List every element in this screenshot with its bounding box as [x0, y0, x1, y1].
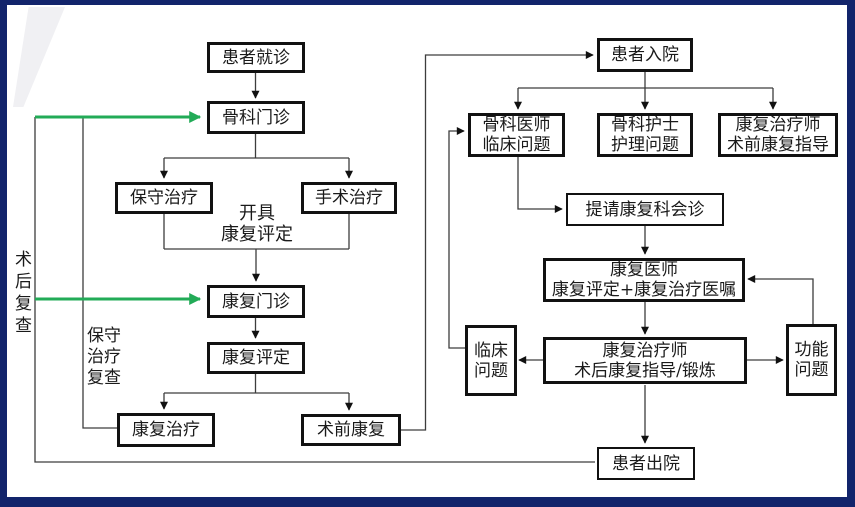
node-ortho-nurse-label: 骨科护士 护理问题	[611, 115, 679, 155]
node-rehab-assessment: 康复评定	[207, 342, 305, 374]
node-ortho-doctor-problems: 骨科医师 临床问题	[468, 113, 565, 157]
node-patient-visit: 患者就诊	[207, 42, 305, 73]
edge-preop-to-admission	[401, 51, 594, 431]
node-rehab-doctor-orders: 康复医师 康复评定+康复治疗医嘱	[543, 258, 745, 302]
node-rehab-doctor-label: 康复医师 康复评定+康复治疗医嘱	[551, 260, 737, 300]
node-functional-problem-label: 功能 问题	[794, 340, 829, 380]
node-preop-rehab-label: 术前康复	[317, 420, 385, 440]
node-rehab-treatment: 康复治疗	[117, 413, 215, 447]
node-request-consult: 提请康复科会诊	[566, 193, 724, 226]
node-rehab-treatment-label: 康复治疗	[132, 420, 200, 440]
node-request-consult-label: 提请康复科会诊	[585, 199, 705, 220]
edge-rehab-treat-followup-loop	[82, 117, 117, 429]
node-discharge: 患者出院	[597, 447, 695, 480]
node-surgical-treatment: 手术治疗	[301, 182, 397, 214]
node-patient-visit-label: 患者就诊	[222, 47, 290, 68]
node-admission: 患者入院	[597, 38, 693, 72]
node-ortho-clinic: 骨科门诊	[207, 101, 305, 134]
label-postop-followup: 术后复查	[11, 250, 31, 338]
label-issue-assessment: 开具 康复评定	[221, 203, 293, 245]
node-admission-label: 患者入院	[611, 45, 679, 65]
edge-discharge-followup-loop	[34, 117, 595, 463]
node-rehab-clinic: 康复门诊	[207, 285, 305, 318]
node-ortho-nurse-problems: 骨科护士 护理问题	[597, 113, 693, 157]
edge-clinical-problem-to-ortho-doctor	[448, 127, 465, 349]
node-conservative-label: 保守治疗	[130, 188, 198, 208]
edge-doctor-to-consult	[517, 157, 563, 213]
node-clinical-problem: 临床 问题	[465, 325, 517, 396]
node-preop-rehab: 术前康复	[301, 414, 401, 446]
node-functional-problem: 功能 问题	[786, 324, 837, 396]
node-therapist-postop-label: 康复治疗师 术后康复指导/锻炼	[574, 340, 716, 381]
node-rehab-clinic-label: 康复门诊	[222, 291, 290, 312]
node-ortho-clinic-label: 骨科门诊	[222, 107, 290, 128]
label-conservative-followup: 保守 治疗 复查	[87, 326, 121, 388]
node-conservative-treatment: 保守治疗	[115, 182, 213, 214]
node-ortho-doctor-label: 骨科医师 临床问题	[482, 115, 551, 155]
node-therapist-preop-guidance: 康复治疗师 术前康复指导	[718, 113, 838, 157]
node-discharge-label: 患者出院	[612, 453, 680, 474]
node-rehab-assessment-label: 康复评定	[222, 348, 290, 368]
edge-func-problem-to-rehab-doctor	[747, 275, 814, 324]
node-clinical-problem-label: 临床 问题	[474, 340, 508, 381]
node-therapist-preop-label: 康复治疗师 术前康复指导	[727, 115, 829, 155]
node-surgical-label: 手术治疗	[315, 188, 383, 208]
node-therapist-postop: 康复治疗师 术后康复指导/锻炼	[543, 337, 747, 384]
